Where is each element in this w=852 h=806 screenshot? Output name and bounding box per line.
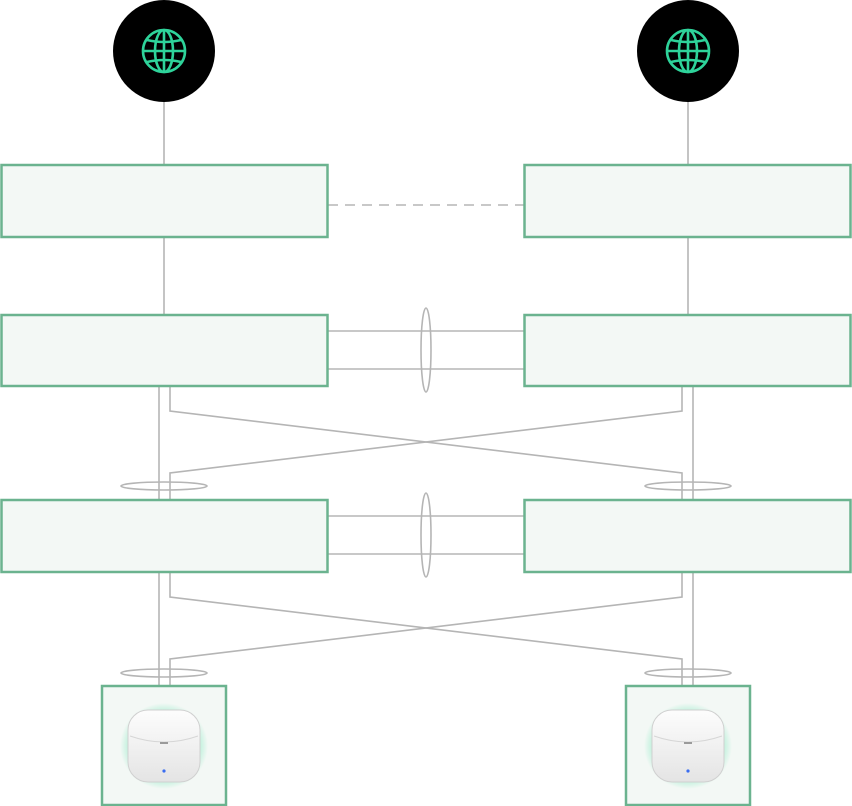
access-to-ap-cross-right-to-left (169, 572, 683, 686)
access-right-lag-ring (644, 481, 732, 491)
access-switch-right (523, 498, 852, 574)
core-switch-left (0, 313, 329, 388)
ap-left-lag-ring (120, 668, 208, 678)
ap-right-lag-ring (644, 668, 732, 678)
core-lag-ring (420, 307, 432, 393)
access-switch-left (0, 498, 329, 574)
internet-node-right (637, 0, 739, 102)
edge-router-left (0, 163, 329, 239)
access-left-lag-ring (120, 481, 208, 491)
access-to-ap-cross-left-to-right (169, 572, 683, 686)
links-layer (120, 102, 732, 686)
globe-icon (665, 28, 711, 74)
internet-node-left (113, 0, 215, 102)
wireless-access-point-icon (120, 703, 208, 789)
globe-icon (141, 28, 187, 74)
access-lag-ring (420, 492, 432, 578)
edge-router-right (523, 163, 852, 239)
wireless-access-point-icon (644, 703, 732, 789)
core-switch-right (523, 313, 852, 388)
core-to-access-cross-right-to-left (169, 386, 683, 500)
core-to-access-cross-left-to-right (169, 386, 683, 500)
